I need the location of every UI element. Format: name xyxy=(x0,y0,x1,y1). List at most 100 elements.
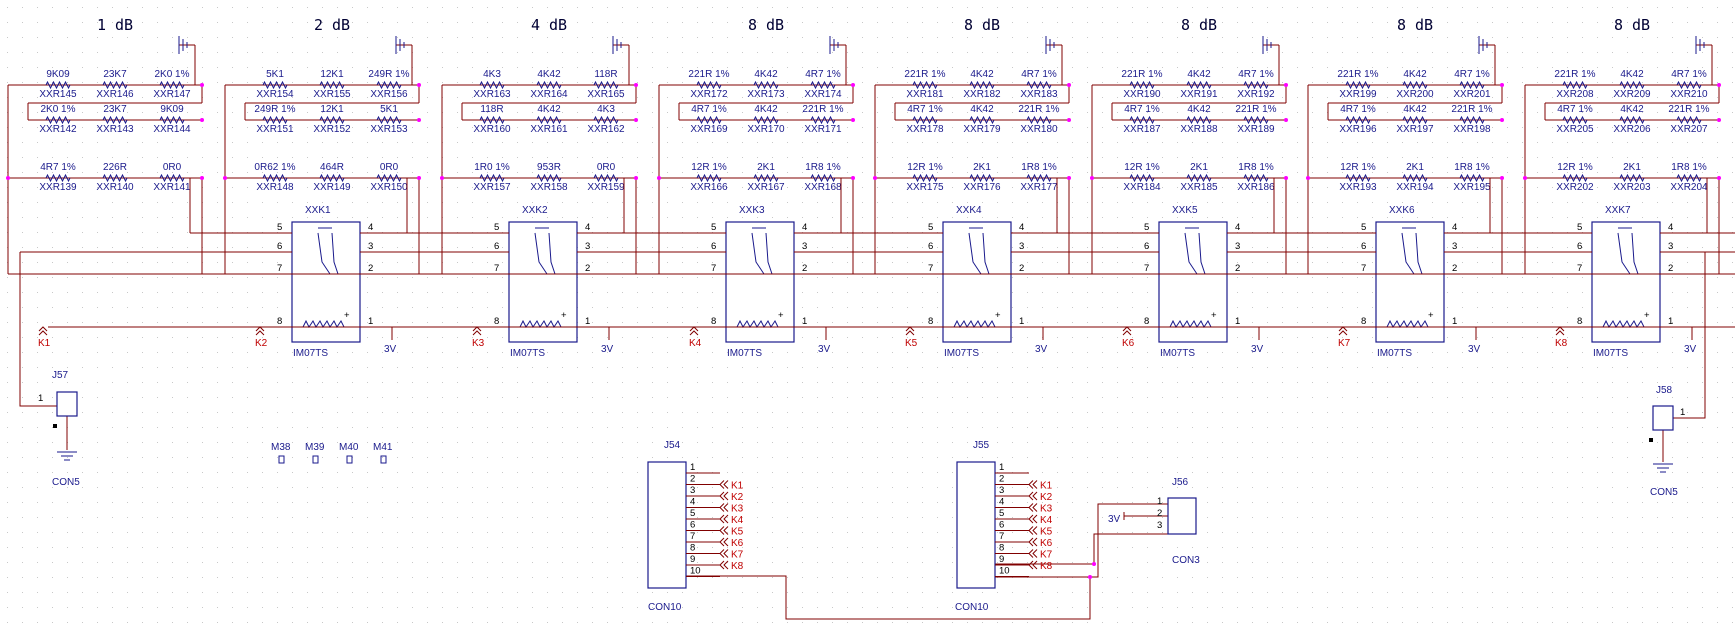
resistor[interactable]: 4R7 1%XXR196 xyxy=(1339,104,1377,135)
resistor[interactable]: 4R7 1%XXR183 xyxy=(1020,69,1058,100)
net-label-k4[interactable]: K4 xyxy=(1028,514,1053,526)
resistor[interactable]: 4R7 1%XXR192 xyxy=(1237,69,1275,100)
resistor[interactable]: 221R 1%XXR189 xyxy=(1235,104,1276,135)
net-label-k7[interactable]: K7 xyxy=(719,549,744,561)
net-label-k3[interactable]: K3 xyxy=(719,503,744,515)
net-label-k1[interactable]: K1 xyxy=(38,326,51,349)
net-label-k4[interactable]: K4 xyxy=(719,514,744,526)
resistor[interactable]: 2K0 1%XXR142 xyxy=(39,104,77,135)
net-label-k1[interactable]: K1 xyxy=(719,480,744,492)
resistor[interactable]: 4R7 1%XXR174 xyxy=(804,69,842,100)
resistor[interactable]: 4R7 1%XXR201 xyxy=(1453,69,1491,100)
resistor[interactable]: 4R7 1%XXR139 xyxy=(39,162,77,193)
resistor[interactable]: 249R 1%XXR151 xyxy=(254,104,295,135)
resistor[interactable]: 221R 1%XXR171 xyxy=(802,104,843,135)
resistor[interactable]: 4R7 1%XXR187 xyxy=(1123,104,1161,135)
net-label-k8[interactable]: K8 xyxy=(1555,326,1568,349)
resistor[interactable]: 1R8 1%XXR168 xyxy=(804,162,842,193)
resistor[interactable]: 4R7 1%XXR169 xyxy=(690,104,728,135)
net-label-k6[interactable]: K6 xyxy=(1028,537,1053,549)
net-label-k5[interactable]: K5 xyxy=(719,526,744,538)
net-label-k5[interactable]: K5 xyxy=(1028,526,1053,538)
resistor[interactable]: 0R62 1%XXR148 xyxy=(254,162,295,193)
net-label-k8[interactable]: K8 xyxy=(719,560,744,572)
net-label-k7[interactable]: K7 xyxy=(1338,326,1351,349)
resistor[interactable]: 1R8 1%XXR195 xyxy=(1453,162,1491,193)
net-label-k3[interactable]: K3 xyxy=(1028,503,1053,515)
net-label-k2[interactable]: K2 xyxy=(719,491,744,503)
resistor[interactable]: 1R8 1%XXR186 xyxy=(1237,162,1275,193)
net-label-k2[interactable]: K2 xyxy=(255,326,268,349)
resistor[interactable]: 221R 1%XXR180 xyxy=(1018,104,1059,135)
resistor[interactable]: 4R7 1%XXR178 xyxy=(906,104,944,135)
net-label-k1[interactable]: K1 xyxy=(1028,480,1053,492)
resistor[interactable]: 12R 1%XXR202 xyxy=(1556,162,1594,193)
mount-m38[interactable]: M38 xyxy=(271,442,291,464)
resistor[interactable]: 12R 1%XXR184 xyxy=(1123,162,1161,193)
mount-m41[interactable]: M41 xyxy=(373,442,393,464)
resistor[interactable]: 2K0 1%XXR147 xyxy=(153,69,191,100)
connector-j57[interactable]: J57 1 CON5 xyxy=(38,370,80,488)
resistor[interactable]: 221R 1%XXR207 xyxy=(1668,104,1709,135)
resistor[interactable]: 221R 1%XXR208 xyxy=(1554,69,1595,100)
net-label-k8[interactable]: K8 xyxy=(1028,560,1053,572)
mount-m39[interactable]: M39 xyxy=(305,442,325,464)
resistor[interactable]: 12R 1%XXR193 xyxy=(1339,162,1377,193)
resistor[interactable]: 1R0 1%XXR157 xyxy=(473,162,511,193)
resistor[interactable]: 221R 1%XXR190 xyxy=(1121,69,1162,100)
connector-j56[interactable]: J56 1 2 3 3V CON3 xyxy=(1108,477,1200,566)
net-label-k7[interactable]: K7 xyxy=(1028,549,1053,561)
net-label-k6[interactable]: K6 xyxy=(719,537,744,549)
resistor[interactable]: 249R 1%XXR156 xyxy=(368,69,409,100)
net-label-k3[interactable]: K3 xyxy=(472,326,485,349)
resistor[interactable]: 1R8 1%XXR204 xyxy=(1670,162,1708,193)
mount-m40[interactable]: M40 xyxy=(339,442,359,464)
resistor[interactable]: 221R 1%XXR198 xyxy=(1451,104,1492,135)
resistor[interactable]: 12R 1%XXR175 xyxy=(906,162,944,193)
resistor[interactable]: 221R 1%XXR181 xyxy=(904,69,945,100)
net-label-k4[interactable]: K4 xyxy=(689,326,702,349)
resistor[interactable]: 4R7 1%XXR210 xyxy=(1670,69,1708,100)
connector-j58[interactable]: J58 1 CON5 xyxy=(1650,385,1685,498)
resistor[interactable]: 12R 1%XXR166 xyxy=(690,162,728,193)
net-label-k6[interactable]: K6 xyxy=(1122,326,1135,349)
resistor[interactable]: 221R 1%XXR199 xyxy=(1337,69,1378,100)
resistor[interactable]: 4R7 1%XXR205 xyxy=(1556,104,1594,135)
